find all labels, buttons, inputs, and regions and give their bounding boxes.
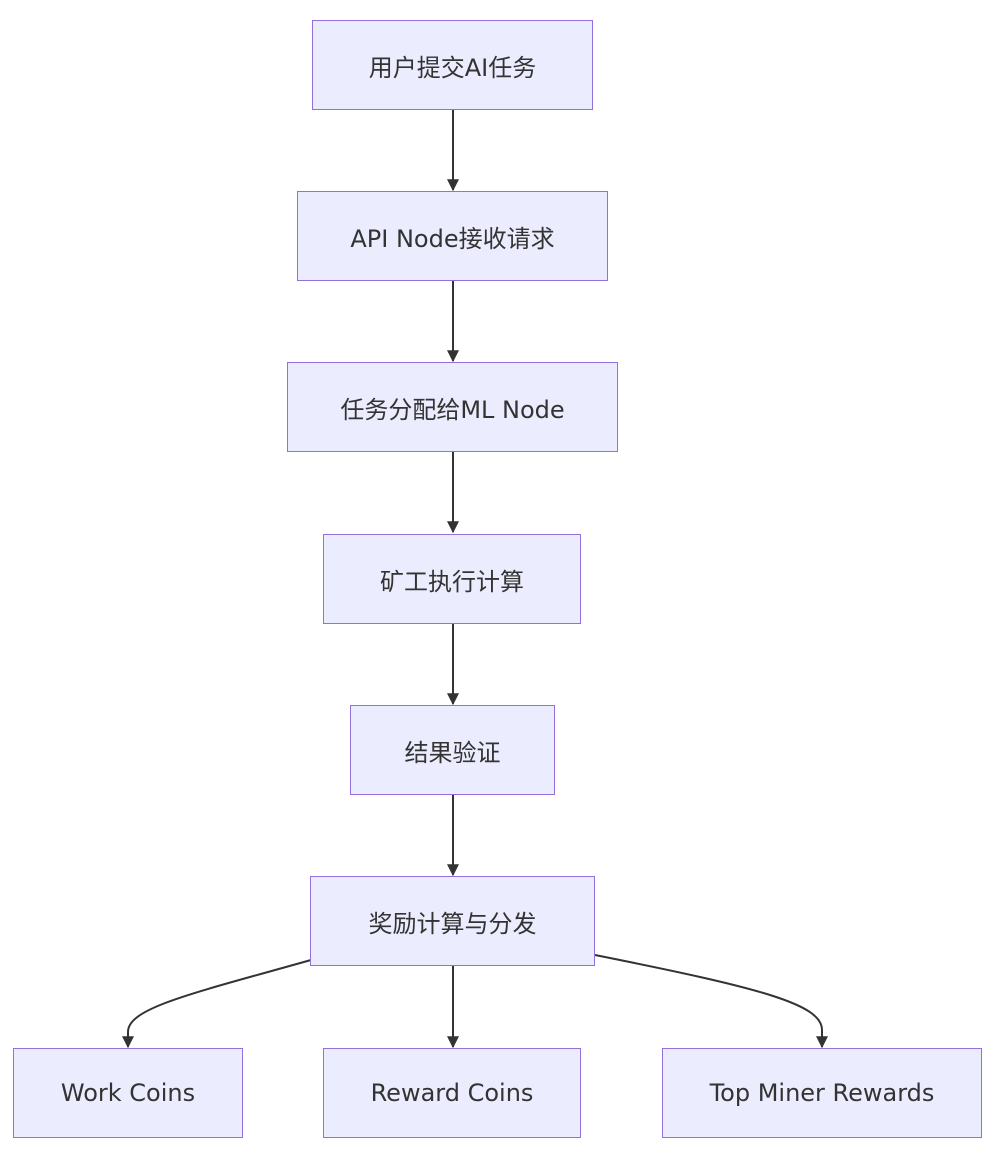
node-work-coins: Work Coins	[13, 1048, 243, 1138]
node-api-node-receive: API Node接收请求	[297, 191, 608, 281]
node-top-miner-rewards: Top Miner Rewards	[662, 1048, 982, 1138]
node-result-verify: 结果验证	[350, 705, 555, 795]
node-reward-distribution: 奖励计算与分发	[310, 876, 595, 966]
node-submit-ai-task: 用户提交AI任务	[312, 20, 593, 110]
node-miner-compute: 矿工执行计算	[323, 534, 581, 624]
edge-reward-to-top-miner	[594, 954, 828, 1049]
node-reward-coins: Reward Coins	[323, 1048, 581, 1138]
node-assign-ml-node: 任务分配给ML Node	[287, 362, 618, 452]
edge-reward-to-work-coins	[122, 959, 312, 1049]
